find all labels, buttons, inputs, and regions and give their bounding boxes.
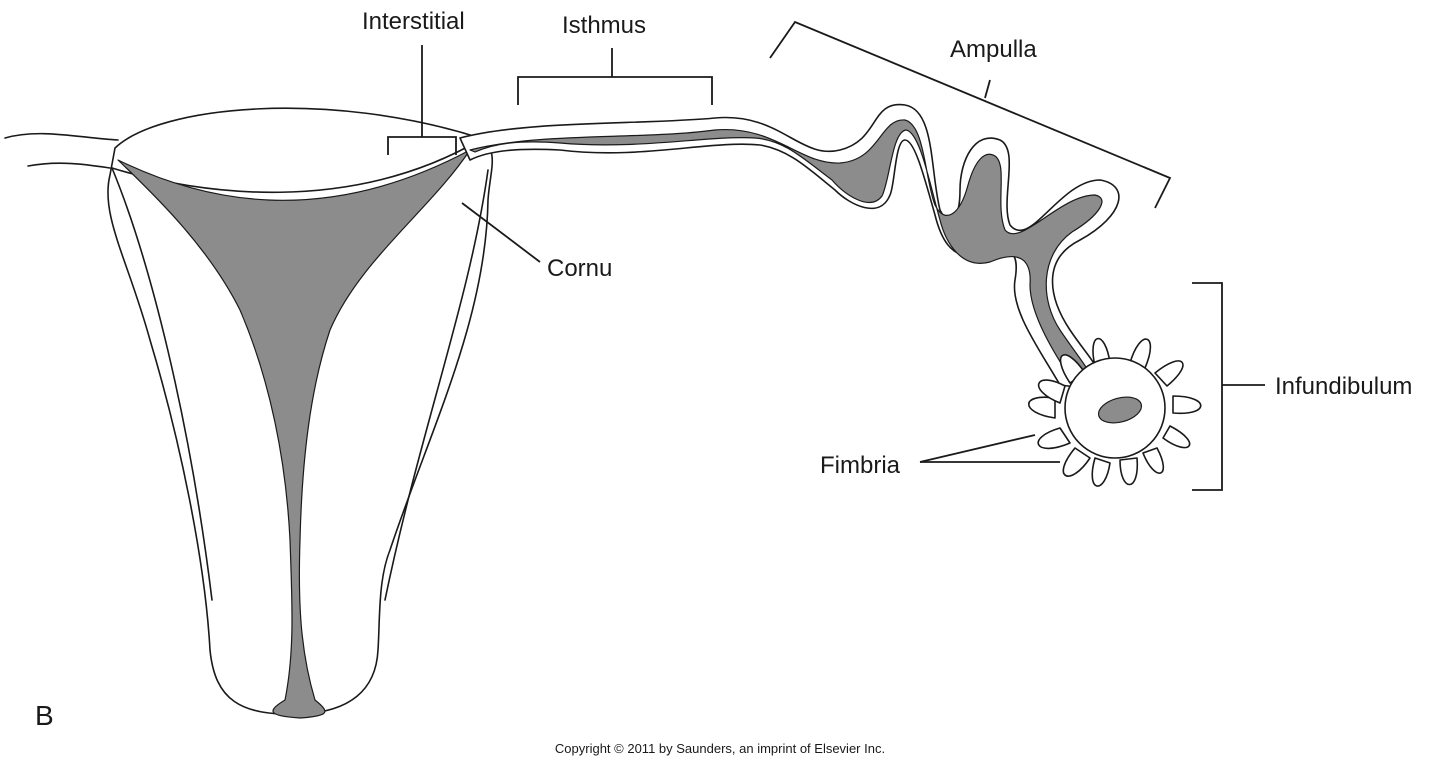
copyright-notice: Copyright © 2011 by Saunders, an imprint… — [555, 741, 885, 756]
uterine-cavity — [117, 149, 471, 719]
label-interstitial: Interstitial — [362, 8, 465, 35]
tube-lumen — [469, 119, 1103, 386]
label-infundibulum: Infundibulum — [1275, 373, 1412, 400]
label-ampulla: Ampulla — [950, 36, 1037, 63]
panel-letter: B — [35, 700, 54, 731]
ligament-lines — [4, 132, 119, 169]
fallopian-tube — [459, 103, 1120, 391]
label-isthmus: Isthmus — [562, 12, 646, 39]
fimbriae-rosette — [1027, 337, 1202, 487]
label-cornu: Cornu — [547, 255, 612, 282]
label-fimbria: Fimbria — [820, 452, 901, 479]
leaders — [387, 20, 1265, 491]
